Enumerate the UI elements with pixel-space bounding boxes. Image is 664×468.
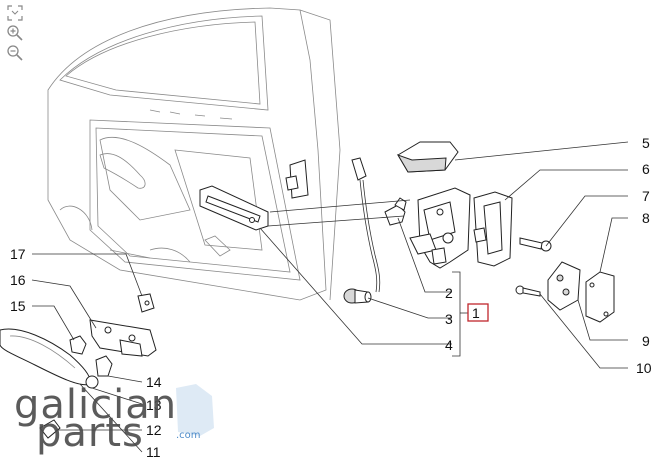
zoom-in-icon	[7, 25, 23, 41]
callout-5[interactable]: 5	[642, 135, 650, 151]
watermark-line1: galician	[14, 382, 177, 428]
part-7-screw	[519, 237, 552, 252]
callout-9[interactable]: 9	[642, 333, 650, 349]
callout-3[interactable]: 3	[445, 311, 453, 327]
part-4-inner-handle	[199, 185, 269, 231]
zoom-out-icon	[7, 45, 23, 61]
part-8-plate	[585, 271, 615, 323]
part-16-hinge-bracket	[89, 319, 157, 357]
leader-lines	[31, 141, 629, 453]
fit-screen-button[interactable]	[6, 4, 26, 22]
part-2-lever	[384, 197, 407, 226]
door-panel-drawing	[47, 7, 341, 301]
zoom-in-button[interactable]	[6, 24, 26, 42]
cable-rod	[351, 157, 381, 293]
callout-17[interactable]: 17	[10, 246, 26, 262]
callout-14[interactable]: 14	[146, 374, 162, 390]
watermark-suffix: .com	[176, 430, 201, 441]
callout-1[interactable]: 1	[472, 305, 480, 321]
callout-1-highlight-box[interactable]	[467, 303, 489, 322]
callout-labels: 1 2 3 4 5 6 7 8 9 10 11 12 13 14 15 16 1…	[10, 135, 652, 460]
part-14-nut	[95, 355, 113, 377]
part-12-clip	[39, 419, 61, 439]
callout-7[interactable]: 7	[642, 188, 650, 204]
watermark-line2: parts	[36, 410, 144, 456]
callout-6[interactable]: 6	[642, 161, 650, 177]
callout-2[interactable]: 2	[445, 285, 453, 301]
callout-10[interactable]: 10	[636, 360, 652, 376]
zoom-out-button[interactable]	[6, 44, 26, 62]
door-striker	[285, 159, 309, 199]
part-9-bracket	[547, 261, 581, 311]
callout-8[interactable]: 8	[642, 210, 650, 226]
callout-13[interactable]: 13	[146, 397, 162, 413]
callout-12[interactable]: 12	[146, 422, 162, 438]
part-5-cover	[396, 141, 459, 173]
part-3-cylinder	[343, 288, 372, 304]
part-10-bolt	[515, 285, 541, 297]
callout-15[interactable]: 15	[10, 298, 26, 314]
part-6-gasket	[473, 191, 513, 267]
zoom-toolbar	[6, 4, 28, 64]
callout-11[interactable]: 11	[146, 444, 161, 460]
watermark-logo: galician parts .com	[14, 382, 214, 456]
callout-4[interactable]: 4	[445, 337, 453, 353]
watermark-car-silhouette	[176, 384, 214, 436]
part-1-door-lock	[409, 187, 471, 269]
part-17-fastener	[137, 293, 155, 313]
fit-screen-icon	[7, 5, 23, 21]
part-15-cap	[69, 335, 87, 355]
callout-16[interactable]: 16	[10, 272, 26, 288]
